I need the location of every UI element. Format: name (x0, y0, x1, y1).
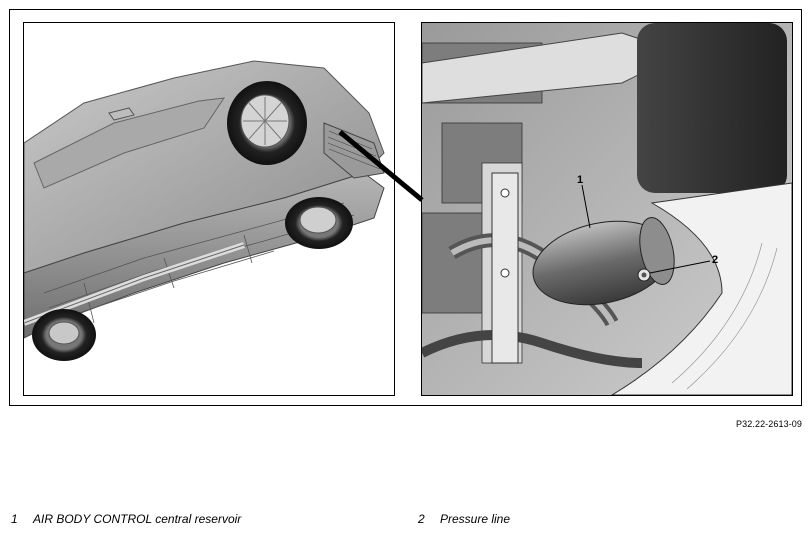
legend-item: 1 AIR BODY CONTROL central reservoir (11, 512, 241, 526)
vehicle-underside-drawing (24, 60, 385, 361)
figure-frame: 1 2 (9, 9, 802, 406)
callout-leader-2 (649, 260, 711, 274)
reservoir-detail-illustration: 1 2 (421, 22, 793, 396)
figure-code: P32.22-2613-09 (736, 419, 802, 429)
reservoir-detail-drawing: 1 2 (422, 23, 792, 395)
legend-number: 1 (11, 512, 18, 526)
legend-item: 2 Pressure line (418, 512, 510, 526)
legend-label: Pressure line (440, 512, 511, 526)
callout-leader-1 (581, 184, 591, 229)
callout-label-2: 2 (712, 254, 718, 266)
legend-label: AIR BODY CONTROL central reservoir (33, 512, 242, 526)
callout-label-1: 1 (577, 174, 583, 186)
vehicle-underside-illustration (23, 22, 395, 396)
legend-number: 2 (418, 512, 425, 526)
